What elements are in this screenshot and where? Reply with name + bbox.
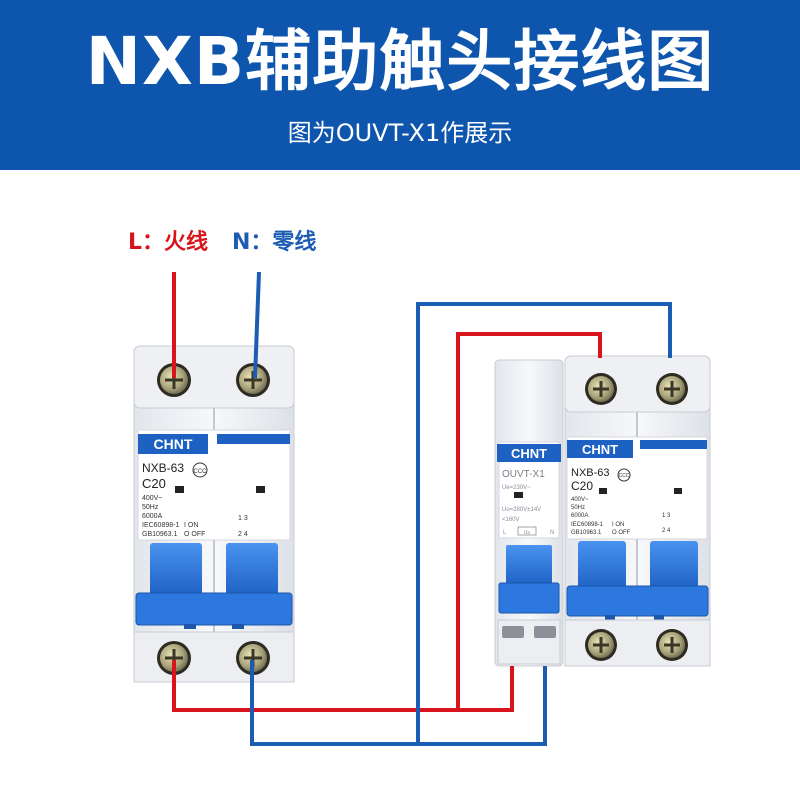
right-breaker-model: NXB-63 [571,467,610,479]
aux-module-toggle[interactable] [506,545,552,585]
left-breaker-model: NXB-63 [142,461,184,475]
right-breaker-handle-tab-n [654,615,664,620]
aux-module-terminal-l-label: L [503,530,507,536]
left-breaker-ccc-text: CCC [194,469,208,475]
left-breaker-handle-bar[interactable] [135,592,293,626]
left-breaker-rating: C20 [142,476,166,491]
legend-live-wire: L：火线 [128,230,209,255]
supply-neutral-wire [253,271,261,379]
left-breaker-pole-marks: 1 3 [238,515,248,522]
left-breaker-right-stripe [217,434,290,444]
aux-module-model: OUVT-X1 [502,469,545,480]
aux-module-brand: CHNT [511,446,547,461]
right-breaker-indicator-l [599,488,607,494]
right-breaker-spec-voltage: 400V~ [571,497,589,503]
right-breaker-right-stripe [640,440,707,449]
right-breaker-off-label: O OFF [612,530,631,536]
aux-module: CHNT OUVT-X1 Ue=230V~ Uo=280V±14V <160V … [494,359,564,667]
aux-live-wire [172,660,514,712]
left-breaker-pole-marks-bottom: 2 4 [238,531,248,538]
left-breaker-standard-gb: GB10963.1 [142,531,178,538]
aux-module-brand-plate [497,444,561,462]
page-title: NXB辅助触头接线图 [85,23,715,100]
left-breaker-ccc-mark [192,462,208,478]
right-breaker-spec-breaking: 6000A [571,513,588,519]
page-subtitle: 图为OUVT-X1作展示 [287,119,513,147]
aux-neutral-wire [250,660,547,746]
left-breaker-bottom-screw-l [157,641,191,675]
right-breaker-pole-marks-bottom: 2 4 [662,528,671,534]
left-breaker-indicator-n [256,486,265,493]
left-breaker-brand-plate [138,434,208,454]
left-breaker-toggle-l[interactable] [150,543,202,595]
aux-module-ulow: <160V [502,517,520,523]
right-breaker-top-screw-l [585,373,617,405]
left-breaker-spec-breaking: 6000A [142,513,163,520]
right-breaker-ccc-mark [617,468,631,482]
aux-module-handle-bar[interactable] [498,582,560,614]
right-breaker-top-screw-n [656,373,688,405]
right-breaker-standard-gb: GB10963.1 [571,530,602,536]
title-banner: NXB辅助触头接线图 图为OUVT-X1作展示 [0,0,800,170]
legend-neutral-wire: N：零线 [232,230,317,255]
right-breaker-standard-iec: IEC60898-1 [571,522,604,528]
left-breaker: CHNT NXB-63 C20 CCC 400V~ 50Hz 6000A IEC… [133,345,295,683]
left-breaker-on-label: I ON [184,522,198,529]
left-breaker-handle-tab-l [184,624,196,629]
right-breaker-handle-bar[interactable] [566,585,709,617]
right-breaker-toggle-l[interactable] [578,541,626,589]
aux-module-terminal-n-label: N [550,530,554,536]
left-breaker-brand: CHNT [154,436,193,452]
right-breaker-spec-frequency: 50Hz [571,505,585,511]
aux-module-u-symbol-box [517,526,537,536]
right-breaker-indicator-n [674,488,682,494]
right-breaker-rating: C20 [571,479,593,493]
left-breaker-off-label: O OFF [184,531,205,538]
right-breaker-bottom-screw-n [656,629,688,661]
left-breaker-top-screw-l [157,363,191,397]
left-breaker-top-screw-n [236,363,270,397]
left-breaker-bottom-screw-n [236,641,270,675]
left-breaker-toggle-n[interactable] [226,543,278,595]
loop-neutral-wire [416,302,672,744]
left-breaker-spec-frequency: 50Hz [142,504,159,511]
left-breaker-handle-tab-n [232,624,244,629]
aux-module-ue: Ue=230V~ [502,485,531,491]
aux-module-indicator [514,492,523,498]
left-breaker-standard-iec: IEC60898-1 [142,522,179,529]
right-breaker-brand: CHNT [582,442,618,457]
loop-live-wire [456,332,602,710]
aux-module-uo: Uo=280V±14V [502,507,541,513]
aux-module-u-symbol: U≥ [524,530,531,536]
left-breaker-spec-voltage: 400V~ [142,495,162,502]
right-breaker-handle-tab-l [605,615,615,620]
aux-module-terminal-n [534,626,556,638]
right-breaker-toggle-n[interactable] [650,541,698,589]
left-breaker-indicator-l [175,486,184,493]
right-breaker-ccc-text: CCC [619,473,630,479]
right-breaker-on-label: I ON [612,522,624,528]
right-breaker-pole-marks: 1 3 [662,513,671,519]
aux-module-terminal-l [502,626,524,638]
right-breaker: CHNT NXB-63 C20 CCC 400V~ 50Hz 6000A IEC… [564,355,711,667]
right-breaker-brand-plate [567,440,633,458]
right-breaker-bottom-screw-l [585,629,617,661]
